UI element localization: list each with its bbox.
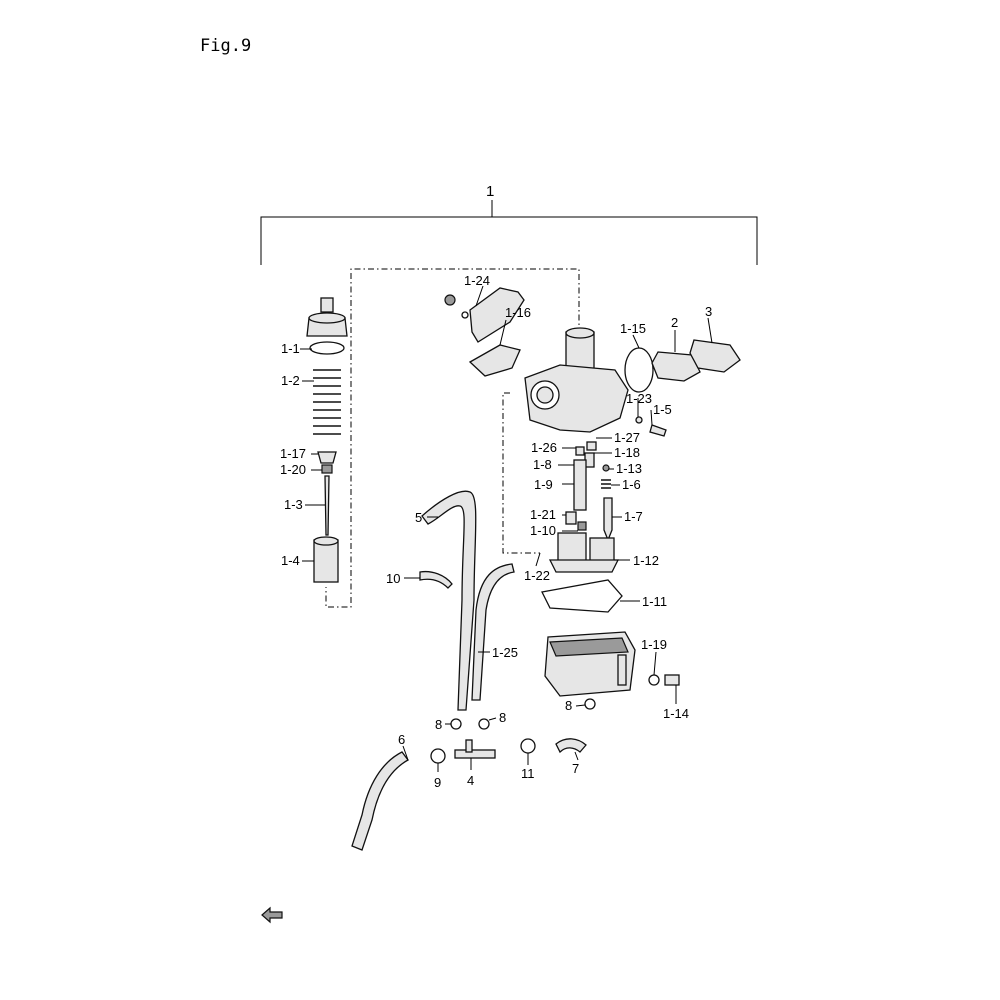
label-1-23: 1-23 bbox=[626, 391, 652, 406]
label-11: 11 bbox=[521, 766, 535, 781]
label-1-11: 1-11 bbox=[642, 594, 667, 609]
label-1-6: 1-6 bbox=[622, 477, 641, 492]
float-chamber bbox=[544, 631, 636, 697]
label-1-13: 1-13 bbox=[616, 461, 642, 476]
bracket-bolt bbox=[444, 294, 456, 306]
drain-plug-1-14 bbox=[664, 674, 680, 686]
label-1-19: 1-19 bbox=[641, 637, 667, 652]
group-lines bbox=[325, 268, 580, 608]
part-labels: 1-1 1-2 1-17 1-20 1-3 1-4 1-24 1-16 1-15… bbox=[280, 273, 712, 790]
label-1-7: 1-7 bbox=[624, 509, 643, 524]
label-1-15: 1-15 bbox=[620, 321, 646, 336]
label-1-9: 1-9 bbox=[534, 477, 553, 492]
label-1-1: 1-1 bbox=[281, 341, 300, 356]
label-3: 3 bbox=[705, 304, 712, 319]
float-1-12 bbox=[548, 532, 620, 573]
label-1-24: 1-24 bbox=[464, 273, 490, 288]
label-7: 7 bbox=[572, 761, 579, 776]
label-2: 2 bbox=[671, 315, 678, 330]
hose-7 bbox=[555, 738, 587, 754]
air-screw-10 bbox=[419, 570, 453, 589]
clip-8-left bbox=[450, 718, 462, 730]
main-jet-1-21 bbox=[565, 511, 577, 525]
needle-jet-1-8 bbox=[573, 459, 587, 511]
pilot-screw-1-7 bbox=[603, 497, 613, 542]
label-1-10: 1-10 bbox=[530, 523, 556, 538]
label-1-12: 1-12 bbox=[633, 553, 659, 568]
label-1-8: 1-8 bbox=[533, 457, 552, 472]
carburetor-body bbox=[524, 327, 629, 433]
label-6: 6 bbox=[398, 732, 405, 747]
o-ring-1-15 bbox=[624, 347, 654, 393]
label-9: 9 bbox=[434, 775, 441, 790]
float-chamber-gasket-1-11 bbox=[541, 579, 623, 613]
spring-1-6 bbox=[601, 479, 611, 489]
ring-1-13 bbox=[602, 464, 610, 472]
throttle-cap bbox=[306, 297, 348, 337]
label-1-20: 1-20 bbox=[280, 462, 306, 477]
label-5: 5 bbox=[415, 510, 422, 525]
label-1-27: 1-27 bbox=[614, 430, 640, 445]
choke-lever bbox=[468, 344, 521, 377]
jet-1-26 bbox=[575, 446, 585, 456]
t-joint-4 bbox=[454, 739, 496, 759]
o-ring-1-1 bbox=[309, 341, 345, 355]
vent-hose-5 bbox=[421, 490, 477, 711]
clip-8-chamber bbox=[584, 698, 596, 710]
spring-1-23 bbox=[635, 416, 643, 424]
label-1-4: 1-4 bbox=[281, 553, 300, 568]
jet-1-27 bbox=[586, 441, 597, 451]
label-1-14: 1-14 bbox=[663, 706, 689, 721]
label-1-21: 1-21 bbox=[530, 507, 556, 522]
label-1-5: 1-5 bbox=[653, 402, 672, 417]
label-1-22: 1-22 bbox=[524, 568, 550, 583]
label-1-16: 1-16 bbox=[505, 305, 531, 320]
drain-screw bbox=[617, 654, 627, 686]
label-1-25: 1-25 bbox=[492, 645, 518, 660]
label-4: 4 bbox=[467, 773, 474, 788]
label-1-3: 1-3 bbox=[284, 497, 303, 512]
clip-8-right bbox=[478, 718, 490, 730]
overflow-hose-1-25 bbox=[471, 563, 515, 701]
label-8-chamber: 8 bbox=[565, 698, 572, 713]
o-ring-1-19 bbox=[648, 674, 660, 686]
label-1-26: 1-26 bbox=[531, 440, 557, 455]
label-1-2: 1-2 bbox=[281, 373, 300, 388]
needle-retainer bbox=[317, 451, 337, 464]
needle-clip bbox=[321, 464, 333, 474]
assembly-bracket: 1 bbox=[260, 183, 758, 265]
label-8-right: 8 bbox=[499, 710, 506, 725]
drain-hose-6 bbox=[351, 751, 409, 851]
throttle-spring bbox=[313, 369, 341, 435]
throttle-slide bbox=[313, 536, 339, 583]
front-direction-arrow-icon bbox=[261, 906, 283, 924]
leader-lines bbox=[300, 285, 713, 772]
label-1-18: 1-18 bbox=[614, 445, 640, 460]
clamp-11 bbox=[520, 738, 536, 754]
label-10: 10 bbox=[386, 571, 400, 586]
bracket-washer bbox=[461, 311, 469, 319]
label-8-left: 8 bbox=[435, 717, 442, 732]
idle-screw-1-5 bbox=[649, 424, 667, 437]
washer-1-10 bbox=[577, 521, 587, 531]
throttle-bracket bbox=[469, 287, 525, 343]
clamp-9 bbox=[430, 748, 446, 764]
gasket-3 bbox=[689, 339, 741, 373]
label-assembly: 1 bbox=[486, 183, 494, 200]
figure-title: Fig.9 bbox=[200, 36, 252, 56]
label-1-17: 1-17 bbox=[280, 446, 306, 461]
jet-needle bbox=[324, 475, 330, 536]
